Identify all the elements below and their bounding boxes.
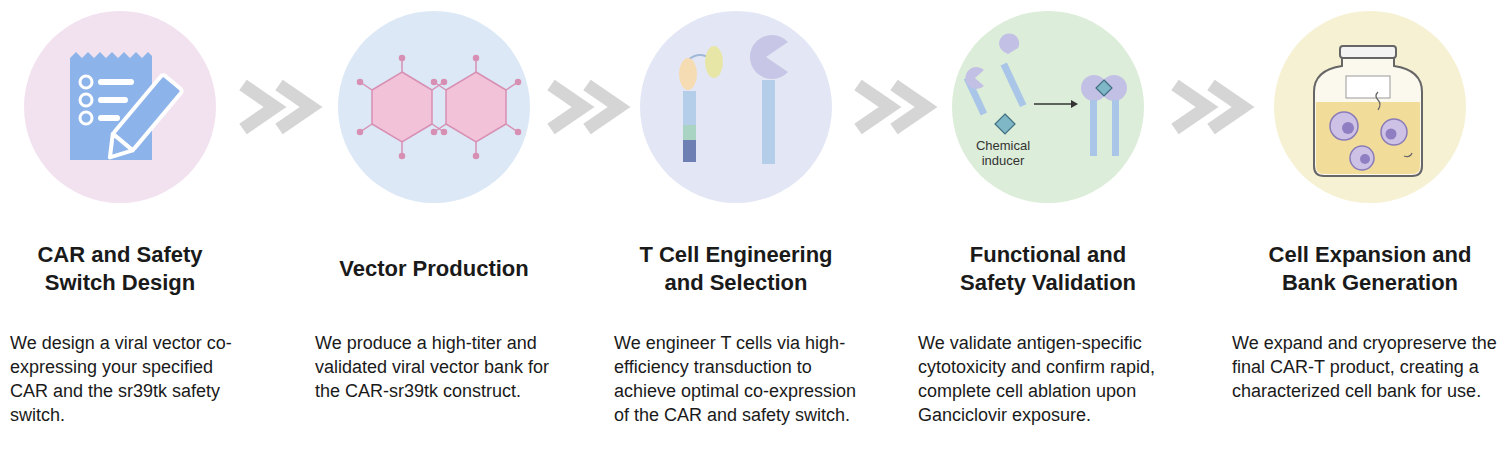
step-heading-box: Cell Expansion and Bank Generation — [1263, 233, 1478, 305]
step-circle — [24, 11, 216, 203]
step-description: We validate antigen-specific cytotoxicit… — [918, 331, 1180, 427]
chevron-connector — [551, 85, 619, 129]
step-description: We design a viral vector co-expressing y… — [10, 331, 245, 427]
figure-label: Chemical inducer — [968, 138, 1038, 168]
step-column: T Cell Engineering and Selection We engin… — [614, 0, 864, 445]
cell-bank-bottle — [1314, 46, 1422, 176]
step-heading-box: Vector Production — [327, 233, 542, 305]
step-heading: T Cell Engineering and Selection — [629, 241, 844, 297]
step-column: Vector Production We produce a high-titer… — [315, 0, 560, 445]
step-circle — [1274, 11, 1466, 203]
step-column: Functional and Safety Validation We valid… — [918, 0, 1180, 445]
step-heading: Cell Expansion and Bank Generation — [1263, 241, 1478, 297]
step-description: We produce a high-titer and validated vi… — [315, 331, 560, 403]
chevron-connector — [858, 85, 926, 129]
car-receptor — [679, 35, 788, 164]
step-circle — [952, 11, 1144, 203]
step-column: Cell Expansion and Bank Generation We exp… — [1232, 0, 1498, 445]
step-heading-box: CAR and Safety Switch Design — [13, 233, 228, 305]
step-description: We engineer T cells via high-efficiency … — [614, 331, 864, 427]
step-circle — [338, 11, 530, 203]
step-heading: Vector Production — [339, 255, 528, 283]
chevron-connector — [1175, 85, 1243, 129]
chevron-connector — [243, 85, 311, 129]
step-column: CAR and Safety Switch Design We design a … — [10, 0, 245, 445]
step-circle — [640, 11, 832, 203]
dimerization-figure — [964, 33, 1127, 156]
vector-particles — [358, 56, 521, 159]
clipboard-icon — [70, 52, 183, 166]
step-heading-box: Functional and Safety Validation — [941, 233, 1156, 305]
step-heading-box: T Cell Engineering and Selection — [629, 233, 844, 305]
step-heading: CAR and Safety Switch Design — [13, 241, 228, 297]
step-heading: Functional and Safety Validation — [941, 241, 1156, 297]
step-description: We expand and cryopreserve the final CAR… — [1232, 331, 1498, 403]
